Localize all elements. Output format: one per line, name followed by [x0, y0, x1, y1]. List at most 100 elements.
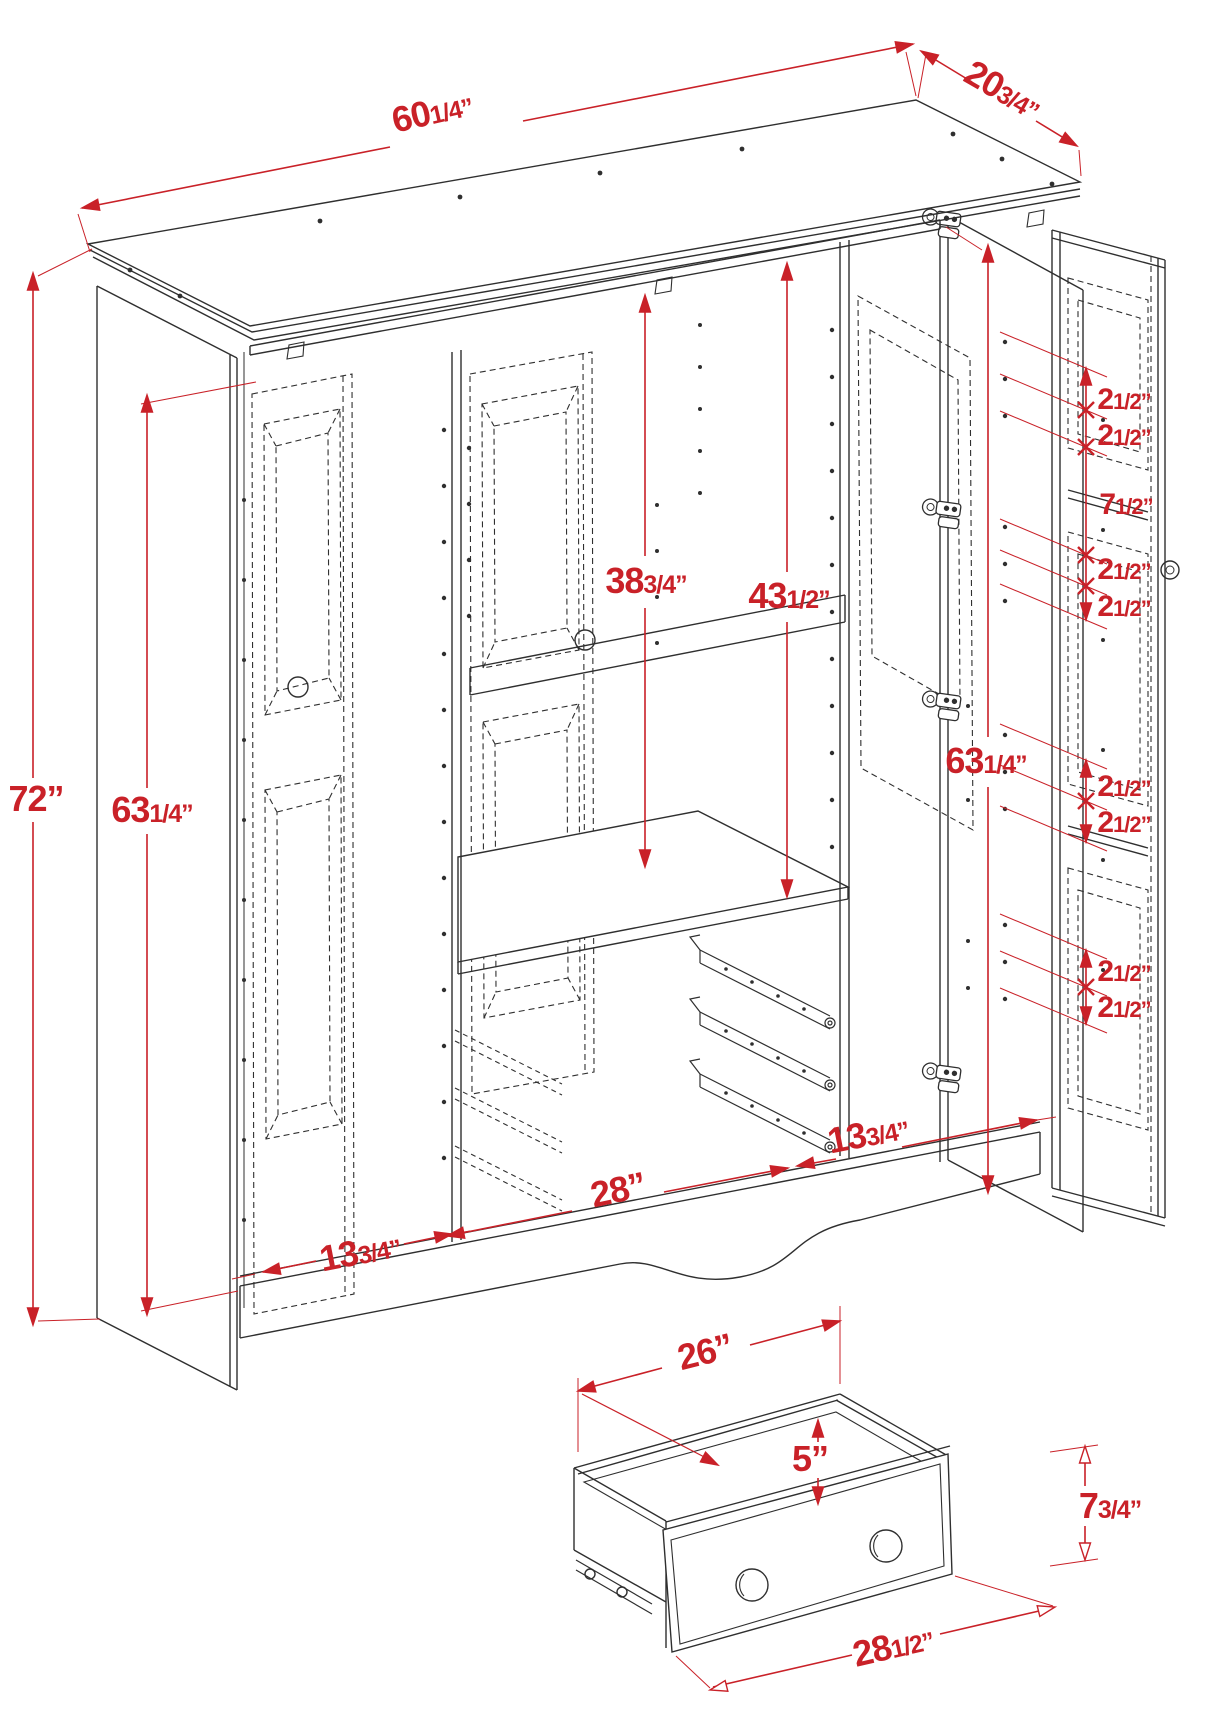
pin-hole — [750, 980, 754, 984]
pin-hole — [441, 707, 447, 713]
dimension-leader-line — [999, 805, 1108, 852]
dimension-arrowhead — [260, 1262, 282, 1275]
pin-hole — [829, 515, 835, 521]
pin-hole — [1101, 528, 1105, 532]
dimension-arrowhead — [821, 1319, 843, 1332]
pin-hole — [802, 1007, 806, 1011]
pin-hole — [776, 1056, 780, 1060]
dimension-arrowhead — [780, 879, 794, 900]
dimension-lines — [26, 41, 1108, 1692]
pin-hole — [829, 468, 835, 474]
dimension-arrowhead — [444, 1226, 466, 1239]
left-partition — [451, 350, 462, 1242]
dimension-leader-line — [999, 549, 1108, 596]
dimension-leader-line — [999, 764, 1108, 811]
dimension-arrowhead — [981, 1175, 995, 1196]
dimension-arrowhead — [780, 260, 794, 281]
pin-hole — [724, 1029, 728, 1033]
pin-hole — [1101, 638, 1105, 642]
dimension-arrowhead — [699, 1450, 721, 1467]
dimension-arrowhead — [1079, 824, 1093, 845]
dimension-leader-line — [999, 518, 1108, 565]
pin-hole — [966, 939, 970, 943]
pin-hole — [1002, 996, 1008, 1002]
right-partition — [839, 240, 850, 1158]
pin-hole — [1002, 561, 1008, 567]
pin-hole — [829, 609, 835, 615]
dimension-leader-line — [999, 913, 1108, 960]
dimension-arrowhead — [575, 1380, 597, 1393]
pin-hole — [829, 421, 835, 427]
pin-hole — [441, 763, 447, 769]
right-bay-door-open — [857, 295, 974, 831]
dimension-arrowhead — [811, 1417, 825, 1438]
pin-hole — [698, 449, 702, 453]
dimension-leader-line — [999, 410, 1108, 457]
pin-hole — [829, 327, 835, 333]
pin-hole — [441, 1099, 447, 1105]
pin-hole — [441, 651, 447, 657]
dimension-arrowhead — [794, 1156, 816, 1169]
left-door-knob — [287, 676, 309, 698]
pin-hole — [242, 1138, 246, 1142]
dimension-arrowhead — [26, 1307, 40, 1328]
dimension-arrowhead — [26, 270, 40, 291]
pin-hole — [1101, 858, 1105, 862]
pin-hole — [242, 1218, 246, 1222]
pin-hole — [441, 987, 447, 993]
pin-hole — [802, 1069, 806, 1073]
pin-hole — [242, 738, 246, 742]
right-door-knob — [1160, 560, 1180, 580]
right-door-open — [1051, 229, 1180, 1227]
pin-hole — [441, 875, 447, 881]
hinges — [919, 207, 963, 1094]
pin-hole — [829, 703, 835, 709]
pin-hole — [242, 898, 246, 902]
dimension-arrowhead — [919, 49, 940, 66]
dimension-arrowhead — [769, 1165, 791, 1178]
pin-hole — [966, 798, 970, 802]
pin-hole — [242, 1058, 246, 1062]
pin-hole — [127, 267, 133, 273]
pin-hole — [441, 819, 447, 825]
dimension-arrowhead — [1078, 1443, 1092, 1464]
pin-hole — [829, 374, 835, 380]
pin-hole — [655, 503, 659, 507]
detached-drawer — [573, 1393, 953, 1653]
pin-hole — [999, 156, 1005, 162]
dimension-leader-line — [999, 583, 1108, 630]
pin-hole — [1002, 413, 1008, 419]
drawer-slides-right — [688, 934, 836, 1154]
pin-hole — [966, 751, 970, 755]
pin-hole — [1002, 732, 1008, 738]
pin-hole — [466, 445, 472, 451]
drawer-knob-left — [735, 1568, 769, 1602]
dimension-arrowhead — [433, 1231, 455, 1244]
shelf-pin-holes — [127, 131, 1105, 1222]
dimension-arrowhead — [1036, 1605, 1058, 1618]
dimension-arrowhead — [1058, 131, 1079, 148]
pin-hole — [441, 483, 447, 489]
pin-hole — [724, 1091, 728, 1095]
dimension-arrowhead — [1079, 947, 1093, 968]
pin-hole — [1002, 598, 1008, 604]
dimension-arrowhead — [894, 41, 916, 54]
hanging-rod — [469, 594, 846, 696]
dimension-arrowhead — [1079, 602, 1093, 623]
dimension-arrowhead — [811, 1486, 825, 1507]
pin-hole — [966, 986, 970, 990]
dimension-arrowhead — [981, 242, 995, 263]
pin-hole — [457, 194, 463, 200]
pin-hole — [1002, 524, 1008, 530]
dimension-arrowhead — [1079, 1006, 1093, 1027]
pin-hole — [698, 323, 702, 327]
pin-hole — [441, 595, 447, 601]
pin-hole — [466, 557, 472, 563]
pin-hole — [966, 704, 970, 708]
pin-hole — [441, 539, 447, 545]
dimension-leader-line — [999, 987, 1108, 1034]
dimension-leader-line — [999, 950, 1108, 997]
pin-hole — [242, 498, 246, 502]
dimension-arrowhead — [140, 392, 154, 413]
